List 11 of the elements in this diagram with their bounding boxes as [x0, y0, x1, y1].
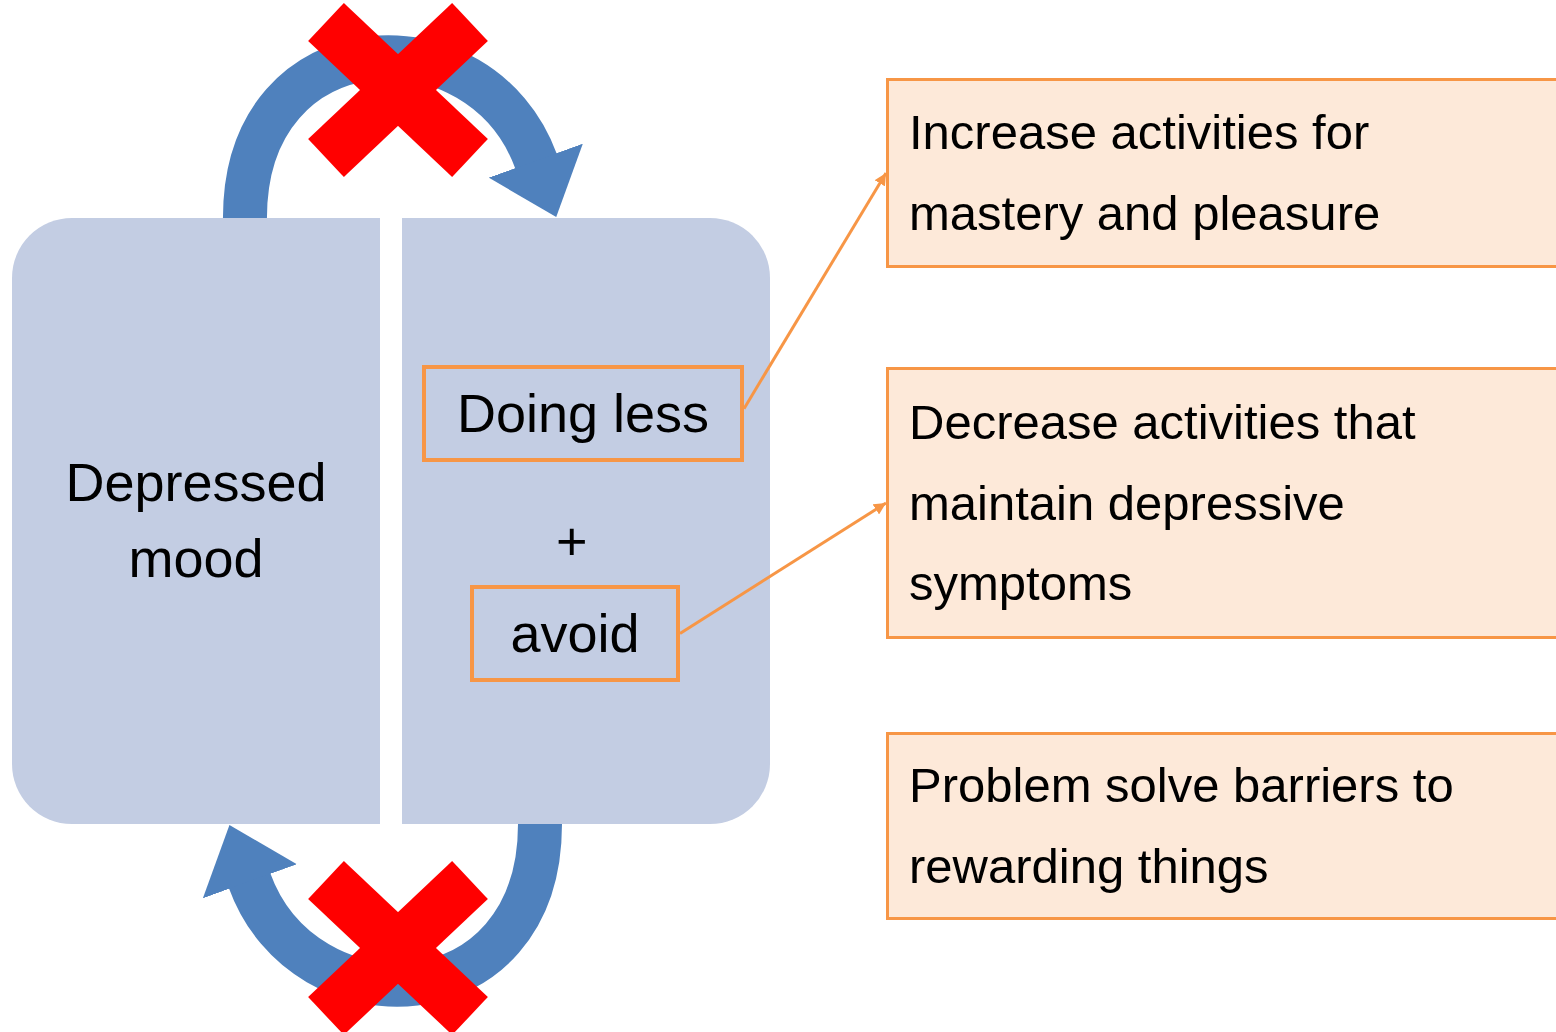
- action-box: Problem solve barriers to rewarding things: [886, 732, 1556, 920]
- panel-box: Depressed mood: [12, 218, 380, 824]
- arrow: [679, 501, 887, 635]
- plus-sign: +: [556, 510, 588, 572]
- curved-arrow: [205, 821, 562, 1006]
- panel-box: [402, 218, 770, 824]
- action-box: Decrease activities that maintain depressive symptoms: [886, 367, 1556, 639]
- text-box: avoid: [470, 585, 680, 682]
- action-box: Increase activities for mastery and pleasure: [886, 78, 1556, 268]
- curved-arrow: [223, 36, 581, 221]
- text-box: Doing less: [422, 365, 744, 462]
